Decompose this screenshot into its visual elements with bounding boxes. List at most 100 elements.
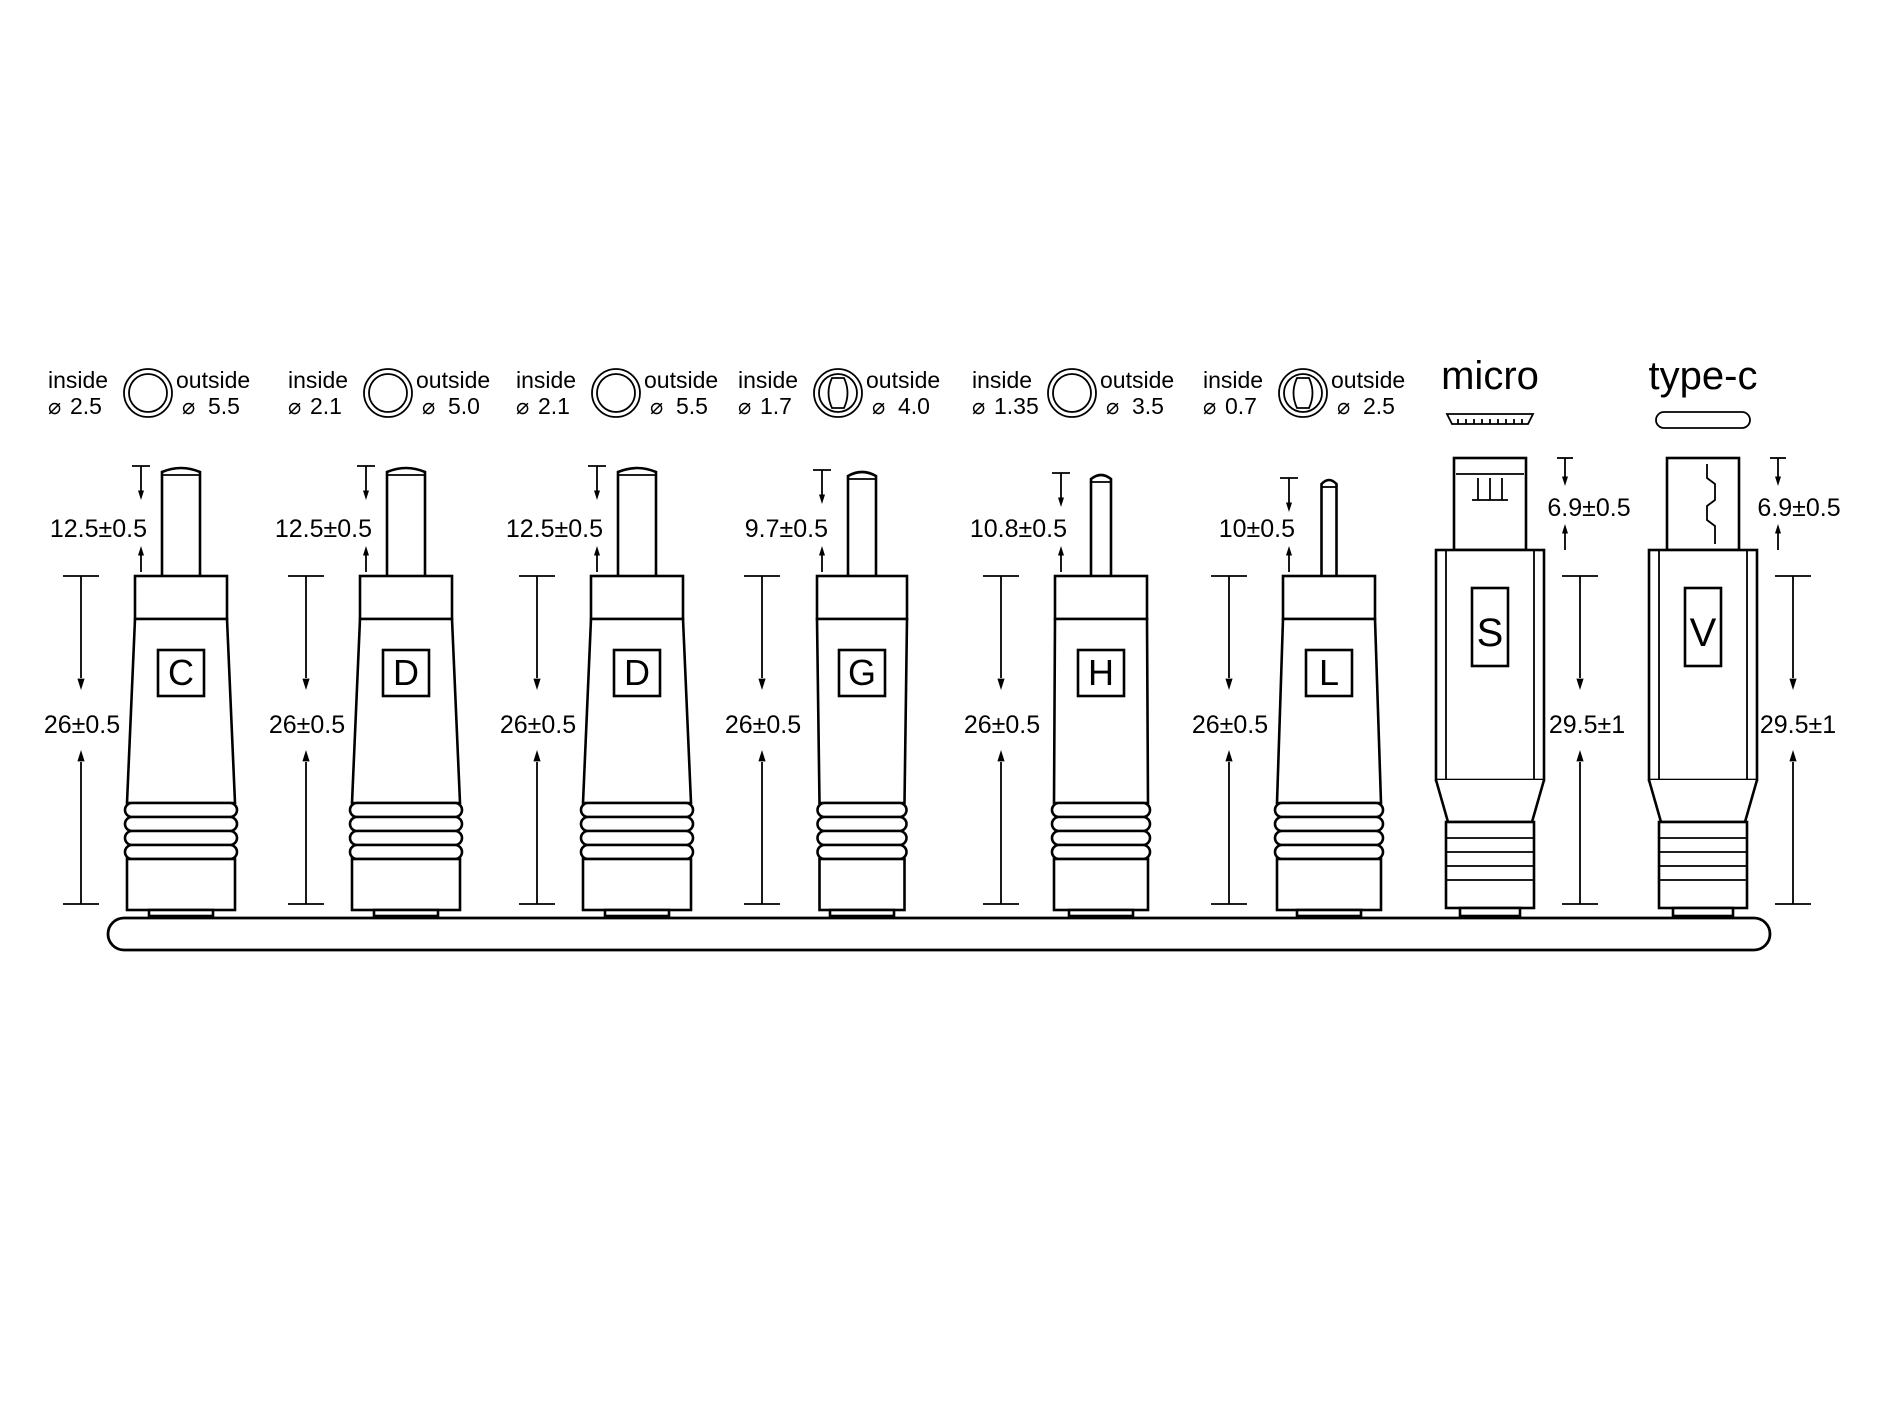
- arrowhead: [819, 494, 825, 504]
- diameter-symbol: ⌀: [738, 394, 751, 419]
- body: [1275, 617, 1383, 805]
- arrowhead: [1789, 750, 1797, 762]
- arrowhead: [363, 490, 369, 500]
- body: [581, 617, 693, 805]
- ring-inner: [1052, 373, 1092, 413]
- outside-label: outside: [1100, 367, 1174, 393]
- diameter-symbol: ⌀: [1337, 394, 1350, 419]
- arrowhead: [1058, 497, 1064, 507]
- inside-value: 2.1: [310, 393, 342, 419]
- inside-label: inside: [48, 367, 108, 393]
- diameter-symbol: ⌀: [182, 394, 195, 419]
- ring-inner: [818, 373, 858, 413]
- connector-letter: V: [1690, 611, 1717, 655]
- tip-dimension: 10.8±0.5: [970, 472, 1070, 572]
- outside-value: 2.5: [1363, 393, 1395, 419]
- outside-value: 5.5: [208, 393, 240, 419]
- connector-letter: C: [168, 652, 194, 693]
- grip-ring: [1050, 843, 1152, 861]
- grip-ring: [1050, 829, 1152, 847]
- tip-length-label: 12.5±0.5: [506, 515, 603, 543]
- arrowhead: [997, 678, 1005, 690]
- grip-ring: [579, 801, 695, 819]
- body-dimension: 26±0.5: [725, 575, 801, 905]
- grip-ring: [1273, 801, 1385, 819]
- body-length-label: 26±0.5: [44, 711, 120, 739]
- body: [815, 617, 909, 805]
- diameter-symbol: ⌀: [1106, 394, 1119, 419]
- inside-label: inside: [1203, 367, 1263, 393]
- tip-length-label: 6.9±0.5: [1547, 494, 1630, 522]
- arrowhead: [819, 546, 825, 556]
- grip-ring: [816, 815, 908, 833]
- grip-ring: [579, 829, 695, 847]
- arrowhead: [1775, 524, 1781, 534]
- grip-ring: [348, 801, 464, 819]
- pin-shape: [1292, 377, 1314, 409]
- outside-value: 5.0: [448, 393, 480, 419]
- body-dimension: 29.5±1: [1760, 575, 1836, 905]
- tip-pin: [846, 470, 878, 576]
- tip-length-label: 12.5±0.5: [50, 515, 147, 543]
- plug-head: [1452, 456, 1528, 552]
- outside-value: 4.0: [898, 393, 930, 419]
- body-length-label: 26±0.5: [1192, 711, 1268, 739]
- inside-label: inside: [288, 367, 348, 393]
- ring-inner: [1283, 373, 1323, 413]
- base-foot: [147, 908, 215, 918]
- inside-value: 0.7: [1225, 393, 1257, 419]
- diameter-symbol: ⌀: [288, 394, 301, 419]
- inside-value: 2.5: [70, 393, 102, 419]
- body-dimension: 26±0.5: [269, 575, 345, 905]
- connector-v: type-cV6.9±0.529.5±1: [1647, 354, 1841, 918]
- body: [350, 617, 462, 805]
- tip-pin: [1320, 478, 1338, 576]
- arrowhead: [758, 750, 766, 762]
- arrowhead: [1576, 750, 1584, 762]
- arrowhead: [1562, 524, 1568, 534]
- grip-ring: [1273, 843, 1385, 861]
- base-foot: [1671, 906, 1735, 918]
- ring-icon: [363, 368, 413, 418]
- body-dimension: 26±0.5: [964, 575, 1040, 905]
- usb-c-port-icon: [1655, 411, 1751, 429]
- base-foot: [1458, 906, 1522, 918]
- arrowhead: [1775, 476, 1781, 486]
- arrowhead: [594, 490, 600, 500]
- diameter-symbol: ⌀: [422, 394, 435, 419]
- arrowhead: [1225, 750, 1233, 762]
- usb-title: micro: [1441, 354, 1539, 398]
- base: [1444, 820, 1536, 910]
- arrowhead: [1576, 678, 1584, 690]
- grip-ring: [816, 843, 908, 861]
- base-foot: [603, 908, 671, 918]
- tip-length-label: 10±0.5: [1219, 515, 1295, 543]
- grip-ring: [123, 801, 239, 819]
- ring-icon: [123, 368, 173, 418]
- outside-label: outside: [176, 367, 250, 393]
- grip-ring: [816, 829, 908, 847]
- body-length-label: 26±0.5: [269, 711, 345, 739]
- letter-box: [1304, 648, 1354, 698]
- diameter-symbol: ⌀: [1203, 394, 1216, 419]
- arrowhead: [1562, 476, 1568, 486]
- grip-ring: [348, 843, 464, 861]
- outside-value: 5.5: [676, 393, 708, 419]
- connector-letter: L: [1319, 652, 1339, 693]
- base-foot: [1295, 908, 1363, 918]
- connector-letter: S: [1477, 611, 1504, 655]
- grip-ring: [123, 843, 239, 861]
- inside-label: inside: [972, 367, 1032, 393]
- grip-ring: [348, 829, 464, 847]
- diameter-symbol: ⌀: [972, 394, 985, 419]
- grip-ring: [1273, 815, 1385, 833]
- diameter-symbol: ⌀: [48, 394, 61, 419]
- ring-outer: [591, 368, 641, 418]
- tip-dimension: 6.9±0.5: [1757, 457, 1841, 550]
- body-dimension: 29.5±1: [1549, 575, 1625, 905]
